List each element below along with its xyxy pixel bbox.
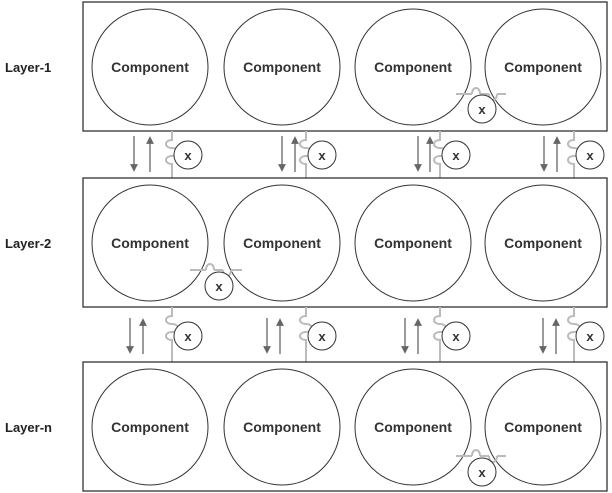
x-marker-label: x: [318, 148, 326, 163]
component-node: Component: [91, 184, 209, 302]
component-node: Component: [354, 8, 472, 126]
x-marker: [307, 140, 337, 170]
vertical-junction: x: [567, 131, 605, 178]
svg-text:Component: Component: [504, 419, 582, 435]
component-node: Component: [484, 368, 602, 486]
x-marker: [173, 321, 203, 351]
junction-connector: x: [456, 87, 506, 124]
svg-text:Component: Component: [374, 235, 452, 251]
component-node: Component: [91, 368, 209, 486]
component-node: Component: [354, 368, 472, 486]
x-marker-label: x: [452, 329, 460, 344]
x-marker: [467, 94, 497, 124]
svg-text:Component: Component: [504, 59, 582, 75]
layer-box: [82, 1, 608, 132]
layer-label: Layer-1: [5, 60, 51, 75]
vertical-junction: x: [165, 131, 203, 178]
vertical-junction: x: [165, 307, 203, 362]
x-marker-label: x: [184, 329, 192, 344]
x-marker-label: x: [478, 102, 486, 117]
x-marker-label: x: [318, 329, 326, 344]
component-node: Component: [91, 8, 209, 126]
x-marker-label: x: [184, 148, 192, 163]
x-marker-label: x: [452, 148, 460, 163]
svg-text:Component: Component: [111, 59, 189, 75]
layer-2: Layer-2 Component Component Component Co…: [5, 177, 608, 308]
bidirectional-arrows: [539, 318, 560, 354]
junction-connector: x: [456, 449, 506, 487]
component-node: Component: [484, 8, 602, 126]
component-node: Component: [223, 184, 341, 302]
interlayer-connectors-2-n: x x x x: [126, 307, 605, 362]
bidirectional-arrows: [401, 318, 422, 354]
x-marker: [575, 321, 605, 351]
bidirectional-arrows: [540, 136, 561, 172]
bidirectional-arrows: [126, 318, 147, 354]
x-marker-label: x: [478, 465, 486, 480]
svg-text:Component: Component: [243, 235, 321, 251]
x-marker-label: x: [586, 329, 594, 344]
interlayer-connectors-1-2: x x x x: [130, 131, 605, 178]
layer-box: [82, 177, 608, 308]
vertical-junction: x: [433, 131, 471, 178]
vertical-junction: x: [433, 307, 471, 362]
x-marker: [307, 321, 337, 351]
svg-text:Component: Component: [243, 59, 321, 75]
vertical-junction: x: [299, 307, 337, 362]
x-marker-label: x: [586, 148, 594, 163]
x-marker-label: x: [215, 279, 223, 294]
layer-n: Layer-n Component Component Component Co…: [5, 361, 608, 492]
bidirectional-arrows: [414, 136, 434, 172]
svg-text:Component: Component: [111, 235, 189, 251]
svg-text:Component: Component: [504, 235, 582, 251]
x-marker: [441, 321, 471, 351]
x-marker: [575, 140, 605, 170]
component-node: Component: [484, 184, 602, 302]
bidirectional-arrows: [278, 136, 299, 172]
layer-1: Layer-1 Component Component Component Co…: [5, 1, 608, 132]
bidirectional-arrows: [263, 318, 284, 354]
bidirectional-arrows: [130, 136, 154, 172]
component-node: Component: [223, 368, 341, 486]
vertical-junction: x: [299, 131, 337, 178]
x-marker: [467, 457, 497, 487]
svg-text:Component: Component: [243, 419, 321, 435]
svg-text:Component: Component: [374, 419, 452, 435]
layer-label: Layer-n: [5, 420, 52, 435]
svg-text:Component: Component: [374, 59, 452, 75]
component-node: Component: [354, 184, 472, 302]
component-node: Component: [223, 8, 341, 126]
x-marker: [441, 140, 471, 170]
x-marker: [173, 140, 203, 170]
layer-box: [82, 361, 608, 492]
x-marker: [204, 271, 234, 301]
junction-connector: x: [190, 263, 242, 301]
layer-label: Layer-2: [5, 236, 51, 251]
svg-text:Component: Component: [111, 419, 189, 435]
vertical-junction: x: [567, 307, 605, 362]
